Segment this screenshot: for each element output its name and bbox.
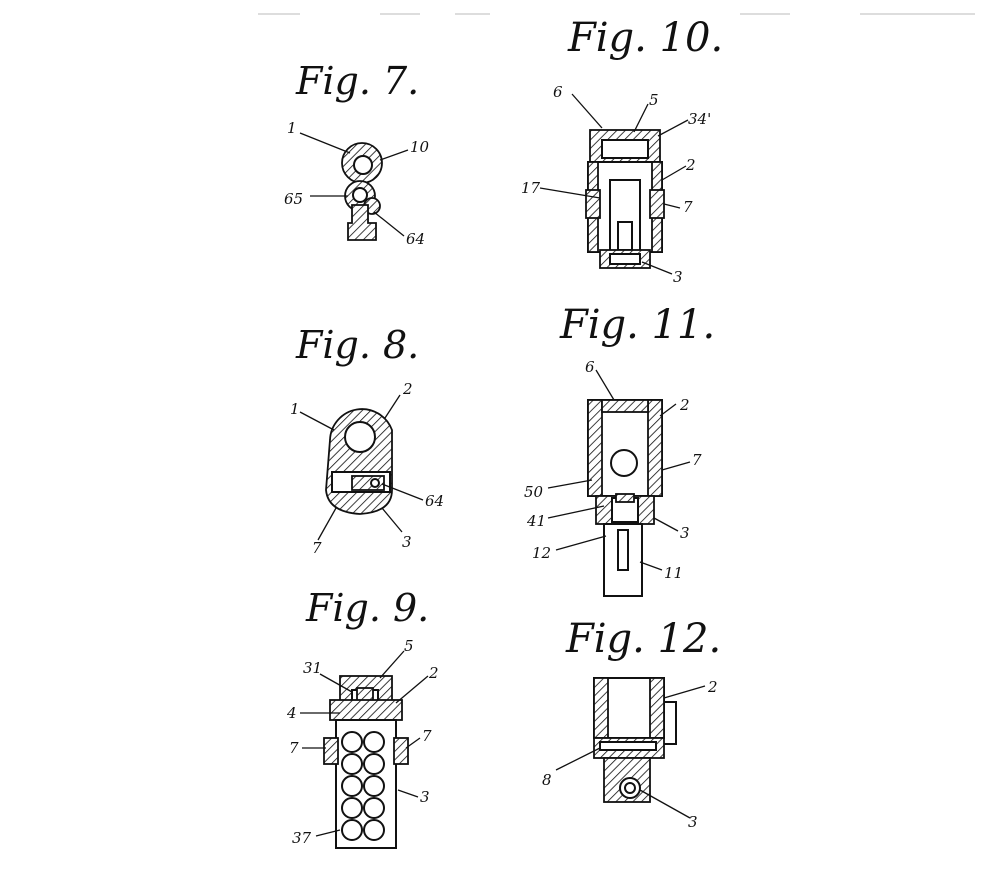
figure-9-title: Fig. 9. bbox=[305, 586, 429, 630]
fig9-label-3: 3 bbox=[420, 788, 430, 806]
fig7-label-64: 64 bbox=[406, 230, 425, 248]
fig10-label-17: 17 bbox=[521, 179, 541, 197]
figure-11-title: Fig. 11. bbox=[559, 302, 715, 348]
fig11-label-7: 7 bbox=[692, 451, 702, 469]
figure-11-drawing bbox=[587, 399, 663, 597]
fig10-label-3: 3 bbox=[673, 268, 683, 286]
fig9-label-4: 4 bbox=[286, 704, 297, 722]
fig11-label-41: 41 bbox=[526, 512, 546, 530]
figure-7-title: Fig. 7. bbox=[295, 59, 419, 103]
figure-11: Fig. 11. 6 2 7 50 41 3 12 11 bbox=[524, 302, 715, 597]
figure-8: Fig. 8. 2 1 64 7 3 bbox=[290, 323, 444, 557]
fig11-label-12: 12 bbox=[532, 544, 551, 562]
figure-10: Fig. 10. 6 5 34' 2 17 7 3 bbox=[521, 15, 723, 286]
fig10-label-34: 34' bbox=[688, 110, 711, 128]
fig8-label-3: 3 bbox=[402, 533, 412, 551]
figure-10-title: Fig. 10. bbox=[567, 15, 723, 61]
fig11-label-3: 3 bbox=[680, 524, 690, 542]
fig10-label-2: 2 bbox=[685, 156, 696, 174]
fig7-label-65: 65 bbox=[284, 190, 303, 208]
fig11-label-50: 50 bbox=[524, 483, 544, 501]
fig10-label-7: 7 bbox=[683, 198, 693, 216]
fig10-label-6: 6 bbox=[553, 83, 563, 101]
fig9-label-2: 2 bbox=[428, 664, 439, 682]
fig12-label-2: 2 bbox=[707, 678, 718, 696]
fig9-label-37: 37 bbox=[292, 829, 312, 847]
figure-7-drawing bbox=[341, 142, 383, 241]
fig8-label-7: 7 bbox=[312, 539, 322, 557]
fig12-label-3: 3 bbox=[688, 813, 698, 831]
figure-10-drawing bbox=[585, 129, 665, 269]
fig7-label-1: 1 bbox=[287, 119, 297, 137]
fig10-label-5: 5 bbox=[649, 91, 659, 109]
fig9-label-5: 5 bbox=[404, 637, 414, 655]
figure-9-balls bbox=[341, 731, 385, 841]
fig9-label-31: 31 bbox=[303, 659, 322, 677]
figure-8-drawing bbox=[325, 408, 393, 515]
figure-7: Fig. 7. 1 10 65 64 bbox=[284, 59, 430, 248]
figure-12-title: Fig. 12. bbox=[565, 616, 721, 662]
figure-8-title: Fig. 8. bbox=[295, 323, 419, 367]
fig7-label-10: 10 bbox=[410, 138, 430, 156]
figure-9: Fig. 9. bbox=[286, 586, 439, 849]
fig11-label-6: 6 bbox=[585, 358, 595, 376]
fig8-label-64: 64 bbox=[425, 492, 444, 510]
fig8-label-2: 2 bbox=[402, 380, 413, 398]
fig9-label-7-left: 7 bbox=[289, 739, 299, 757]
fig9-label-7-right: 7 bbox=[422, 727, 432, 745]
fig11-label-11: 11 bbox=[664, 564, 683, 582]
fig11-label-2: 2 bbox=[679, 396, 690, 414]
fig8-label-1: 1 bbox=[290, 400, 300, 418]
fig12-label-8: 8 bbox=[542, 771, 552, 789]
figure-12: Fig. 12. 2 8 3 bbox=[542, 616, 721, 831]
figure-12-drawing bbox=[593, 677, 677, 803]
figure-9-drawing bbox=[323, 675, 409, 849]
